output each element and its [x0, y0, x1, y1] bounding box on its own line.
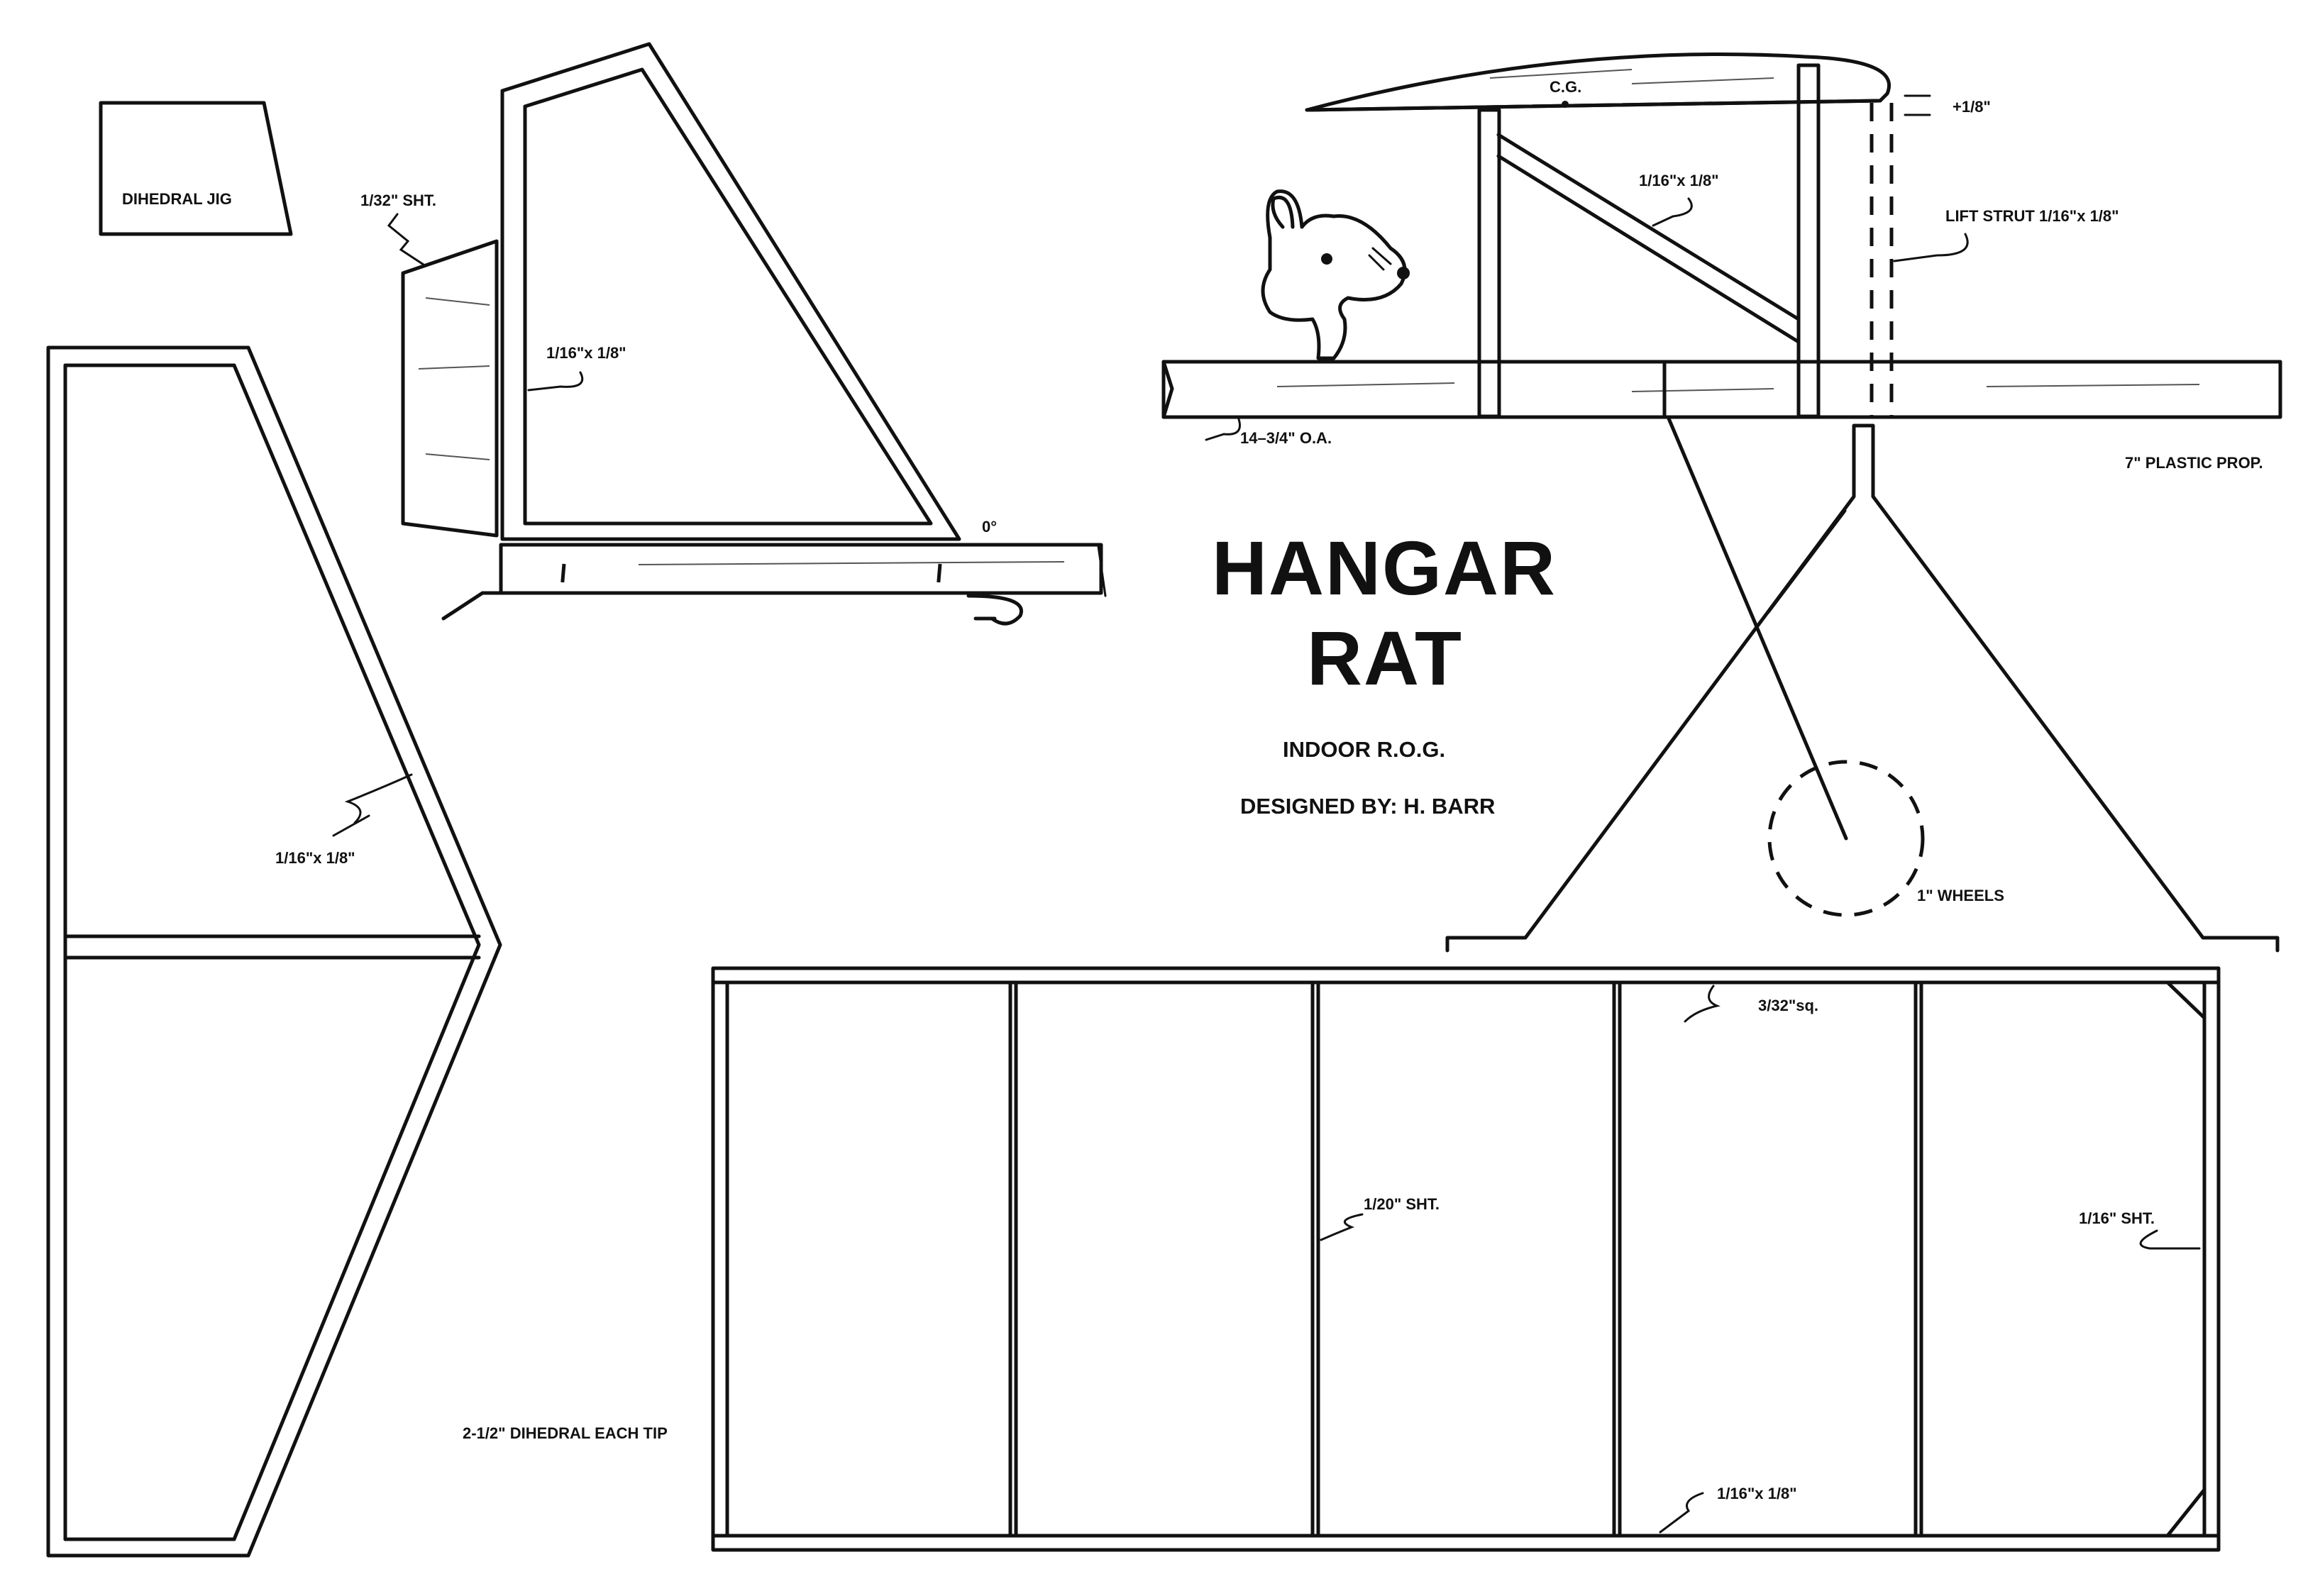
wing-side-view: C.G. +1/8" 1/16"x 1/8" LIFT STRUT 1/16"x…: [1305, 52, 2119, 419]
title-block: HANGAR RAT INDOOR R.O.G. DESIGNED BY: H.…: [1212, 525, 1557, 819]
landing-gear: 1" WHEELS 7" PLASTIC PROP.: [1445, 416, 2280, 953]
label-wing-spar-sq: 3/32"sq.: [1758, 997, 1818, 1014]
label-rudder-sheet: 1/32" SHT.: [360, 192, 436, 209]
label-dihedral-tip: 2-1/2" DIHEDRAL EACH TIP: [463, 1424, 668, 1442]
designer-credit: DESIGNED BY: H. BARR: [1240, 794, 1495, 819]
motor-stick: 14–3/4" O.A.: [1161, 360, 2282, 447]
label-lift-strut: LIFT STRUT 1/16"x 1/8": [1945, 207, 2119, 225]
subtitle-indoor-rog: INDOOR R.O.G.: [1283, 737, 1445, 762]
stabilizer-plan: 1/16"x 1/8" 2-1/2" DIHEDRAL EACH TIP: [46, 345, 668, 1558]
rat-mascot-illustration: [1261, 189, 1410, 360]
rudder-fin-assembly: 1/32" SHT. 1/16"x 1/8" 0°: [360, 42, 1107, 626]
label-plus-eighth: +1/8": [1953, 98, 1991, 116]
label-rib-sheet: 1/20" SHT.: [1364, 1195, 1440, 1213]
label-fin-spar: 1/16"x 1/8": [546, 344, 626, 362]
label-wing-brace: 1/16"x 1/8": [1639, 172, 1719, 189]
label-tip-sheet: 1/16" SHT.: [2079, 1209, 2155, 1227]
label-cg: C.G.: [1550, 78, 1581, 96]
dihedral-jig: DIHEDRAL JIG: [99, 101, 293, 236]
title-line-rat: RAT: [1307, 615, 1463, 701]
title-line-hangar: HANGAR: [1212, 525, 1557, 611]
wing-plan: 3/32"sq. 1/20" SHT. 1/16" SHT. 1/16"x 1/…: [711, 966, 2221, 1552]
label-prop: 7" PLASTIC PROP.: [2125, 454, 2263, 472]
label-wing-trailing: 1/16"x 1/8": [1717, 1485, 1797, 1502]
label-motor-stick: 14–3/4" O.A.: [1240, 429, 1332, 447]
label-wheels: 1" WHEELS: [1917, 887, 2004, 904]
label-stab-spar: 1/16"x 1/8": [275, 849, 355, 867]
label-zero-degree: 0°: [982, 518, 997, 536]
label-dihedral-jig: DIHEDRAL JIG: [122, 190, 232, 208]
